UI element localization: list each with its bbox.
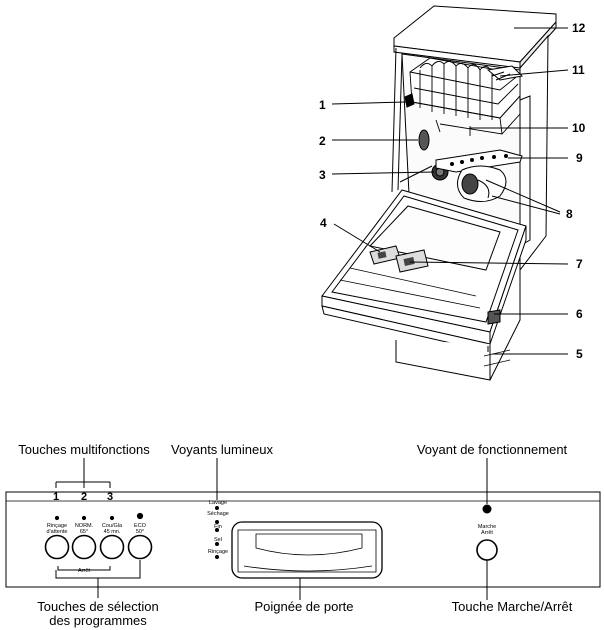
indicator-led xyxy=(215,542,219,546)
callout-7: 7 xyxy=(576,257,583,271)
callout-8: 8 xyxy=(566,207,573,221)
indicator-label-rincage: Rinçage xyxy=(208,549,228,555)
callout-4: 4 xyxy=(320,216,327,230)
power-small-label-1: Marche xyxy=(478,524,496,530)
button-label-3a: Cou/Gla xyxy=(102,523,123,529)
indicator-led xyxy=(215,506,219,510)
vent-grille xyxy=(418,129,430,151)
button-label-4b: 50° xyxy=(136,529,144,535)
dishwasher-illustration xyxy=(321,5,557,381)
multi-label: Touches multifonctions xyxy=(18,442,150,457)
callout-9: 9 xyxy=(576,151,583,165)
callout-10: 10 xyxy=(572,121,586,135)
button-label-4a: ECO xyxy=(134,523,147,529)
callout-6: 6 xyxy=(576,307,583,321)
button-label-2a: NORM. xyxy=(75,523,94,529)
indicator-led xyxy=(215,520,219,524)
indicator-label-lavage: Lavage xyxy=(209,500,227,506)
led-dot xyxy=(54,515,60,521)
callout-5: 5 xyxy=(576,347,583,361)
indicator-label-sechage: Séchage xyxy=(207,511,229,517)
multi-number-2: 2 xyxy=(81,491,87,503)
door-inner-panel xyxy=(369,205,501,271)
handle-label: Poignée de porte xyxy=(254,599,353,614)
button-label-3b: 45 mn. xyxy=(104,529,121,535)
indicator-led xyxy=(215,555,219,559)
led-dot xyxy=(81,515,87,521)
indicator-label-sel: Sel xyxy=(214,537,222,543)
door-handle[interactable] xyxy=(231,521,383,579)
multi-number-3: 3 xyxy=(107,491,113,503)
control-panel xyxy=(5,458,601,600)
select-label-line2: des programmes xyxy=(49,613,147,628)
callout-2: 2 xyxy=(319,134,326,148)
panel-labels: Touches multifonctions Voyants lumineux … xyxy=(18,442,572,628)
button-label-2b: 65° xyxy=(80,529,88,535)
callout-12: 12 xyxy=(572,21,586,35)
indicator-led xyxy=(215,528,219,532)
run-light-label: Voyant de fonctionnement xyxy=(417,442,568,457)
spray-arm xyxy=(435,149,523,173)
arret-bracket xyxy=(57,566,111,571)
program-button-3[interactable] xyxy=(99,534,125,560)
power-small-label-2: Arrêt xyxy=(481,530,493,536)
button-label-1a: Rinçage xyxy=(47,523,67,529)
arret-label: Arrêt xyxy=(78,568,90,574)
callout-leaders xyxy=(331,27,569,355)
program-button-2[interactable] xyxy=(71,534,97,560)
callout-numbers: 1 2 3 4 5 6 7 8 9 10 11 12 xyxy=(319,21,586,361)
plinth xyxy=(395,340,491,381)
multi-bracket xyxy=(55,458,111,488)
button-label-1b: d'attente xyxy=(47,529,68,535)
select-label-line1: Touches de sélection xyxy=(37,599,158,614)
callout-1: 1 xyxy=(319,98,326,112)
power-label: Touche Marche/Arrêt xyxy=(452,599,573,614)
multi-number-1: 1 xyxy=(53,491,59,503)
callout-11: 11 xyxy=(572,63,585,77)
program-button-1[interactable] xyxy=(44,534,70,560)
power-button[interactable] xyxy=(476,539,498,561)
indicator-label-fin: Fin xyxy=(214,524,222,530)
callout-3: 3 xyxy=(319,168,326,182)
led-dot xyxy=(136,512,144,520)
led-dot xyxy=(109,515,115,521)
select-bracket xyxy=(55,560,141,598)
program-button-4[interactable] xyxy=(127,534,153,560)
lights-label: Voyants lumineux xyxy=(171,442,273,457)
run-light xyxy=(482,504,492,514)
